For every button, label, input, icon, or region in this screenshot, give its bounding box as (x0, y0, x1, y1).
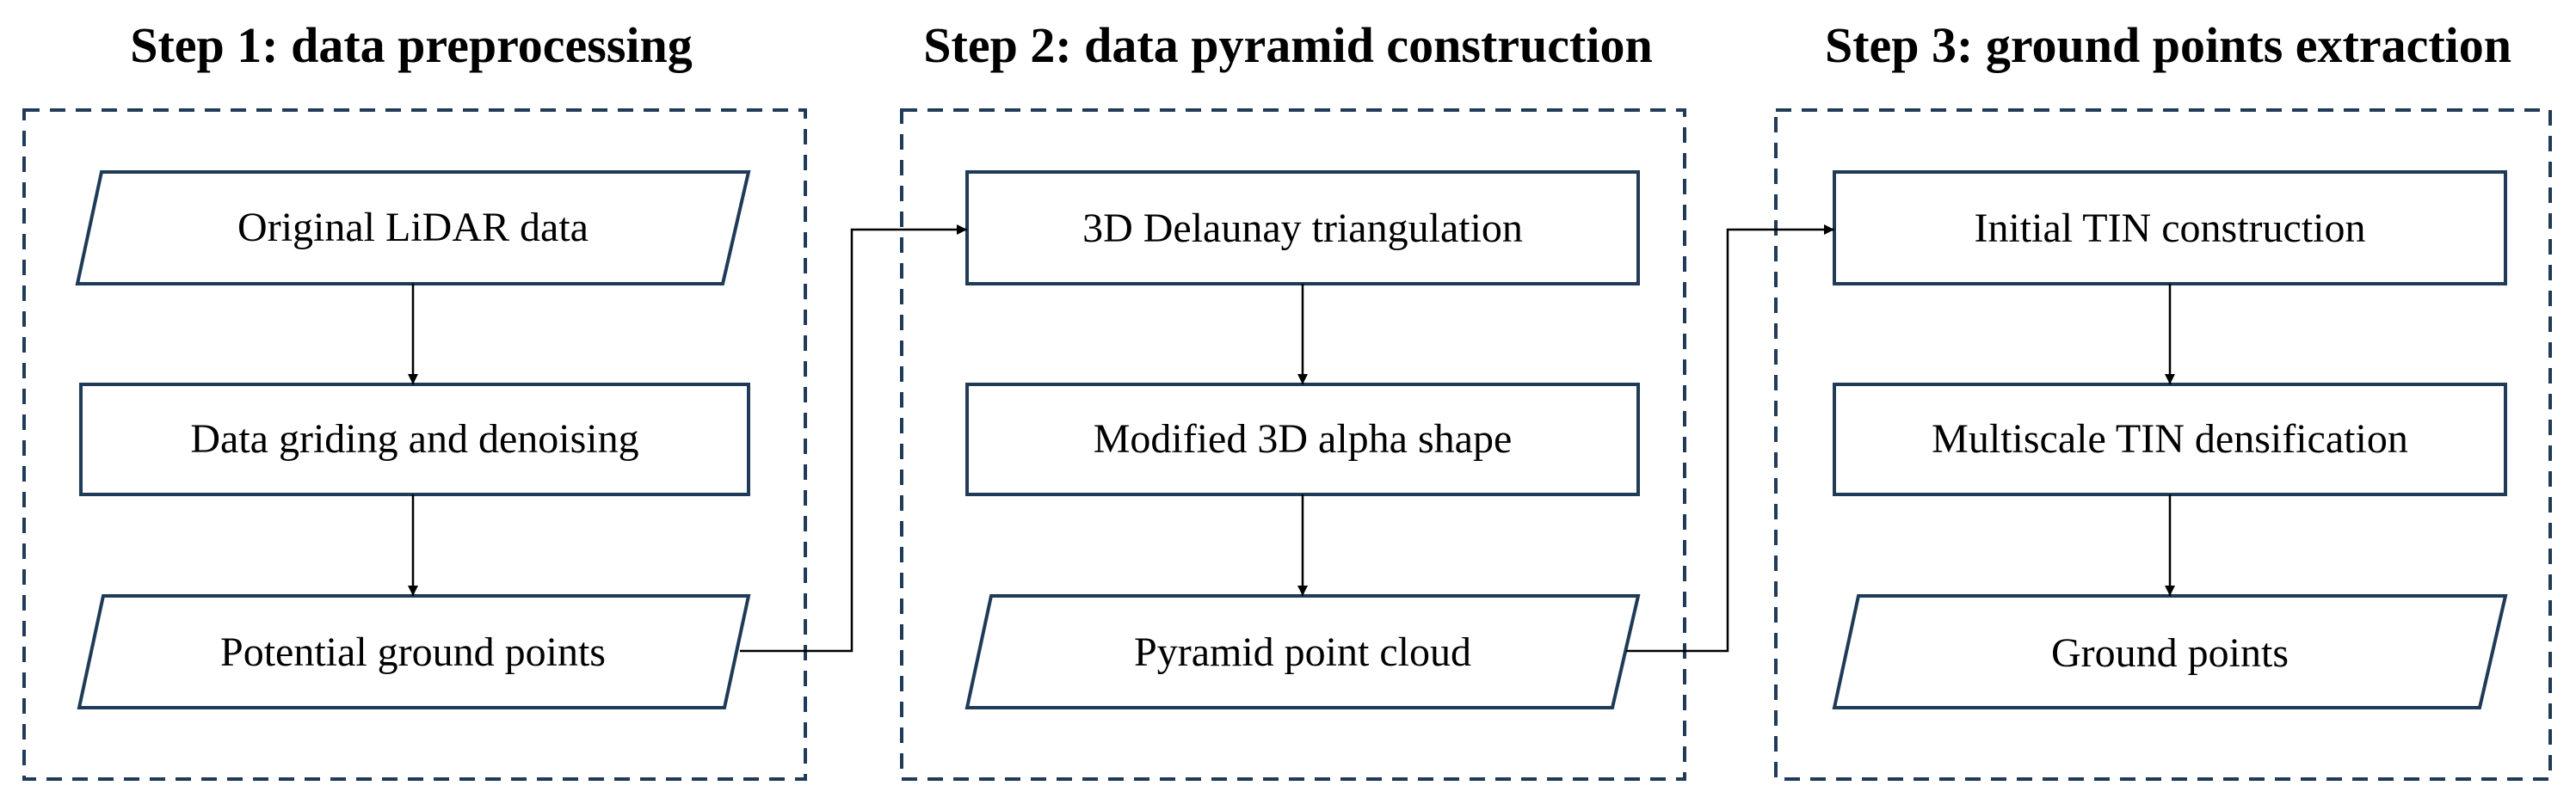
node-initial-tin-construction: Initial TIN construction (1833, 170, 2507, 285)
node-original-lidar-data: Original LiDAR data (75, 170, 751, 285)
step-1-title: Step 1: data preprocessing (130, 17, 693, 73)
arrow-step1-to-step2 (740, 224, 967, 653)
node-label: Ground points (2051, 630, 2289, 676)
node-multiscale-tin-densification: Multiscale TIN densification (1833, 383, 2507, 496)
node-label: 3D Delaunay triangulation (1082, 206, 1523, 251)
node-label: Initial TIN construction (1974, 206, 2365, 251)
node-label: Modified 3D alpha shape (1094, 416, 1513, 462)
node-ground-points: Ground points (1832, 594, 2508, 709)
node-data-griding-and-denoising: Data griding and denoising (79, 383, 750, 496)
step-3-group-box (1774, 108, 2552, 781)
node-potential-ground-points: Potential ground points (77, 594, 751, 709)
node-label: Potential ground points (220, 629, 606, 675)
node-pyramid-point-cloud: Pyramid point cloud (964, 594, 1641, 709)
node-label: Multiscale TIN densification (1932, 416, 2408, 462)
step-2-title: Step 2: data pyramid construction (923, 17, 1652, 73)
node-label: Pyramid point cloud (1134, 629, 1471, 675)
arrow-step2-to-step3 (1626, 224, 1834, 653)
node-3d-delaunay-triangulation: 3D Delaunay triangulation (965, 170, 1640, 285)
step-1-group-box (22, 108, 807, 781)
node-modified-3d-alpha-shape: Modified 3D alpha shape (965, 383, 1640, 496)
step-2-group-box (900, 108, 1686, 781)
step-3-title: Step 3: ground points extraction (1825, 17, 2511, 73)
node-label: Data griding and denoising (190, 416, 638, 462)
node-label: Original LiDAR data (237, 205, 589, 250)
